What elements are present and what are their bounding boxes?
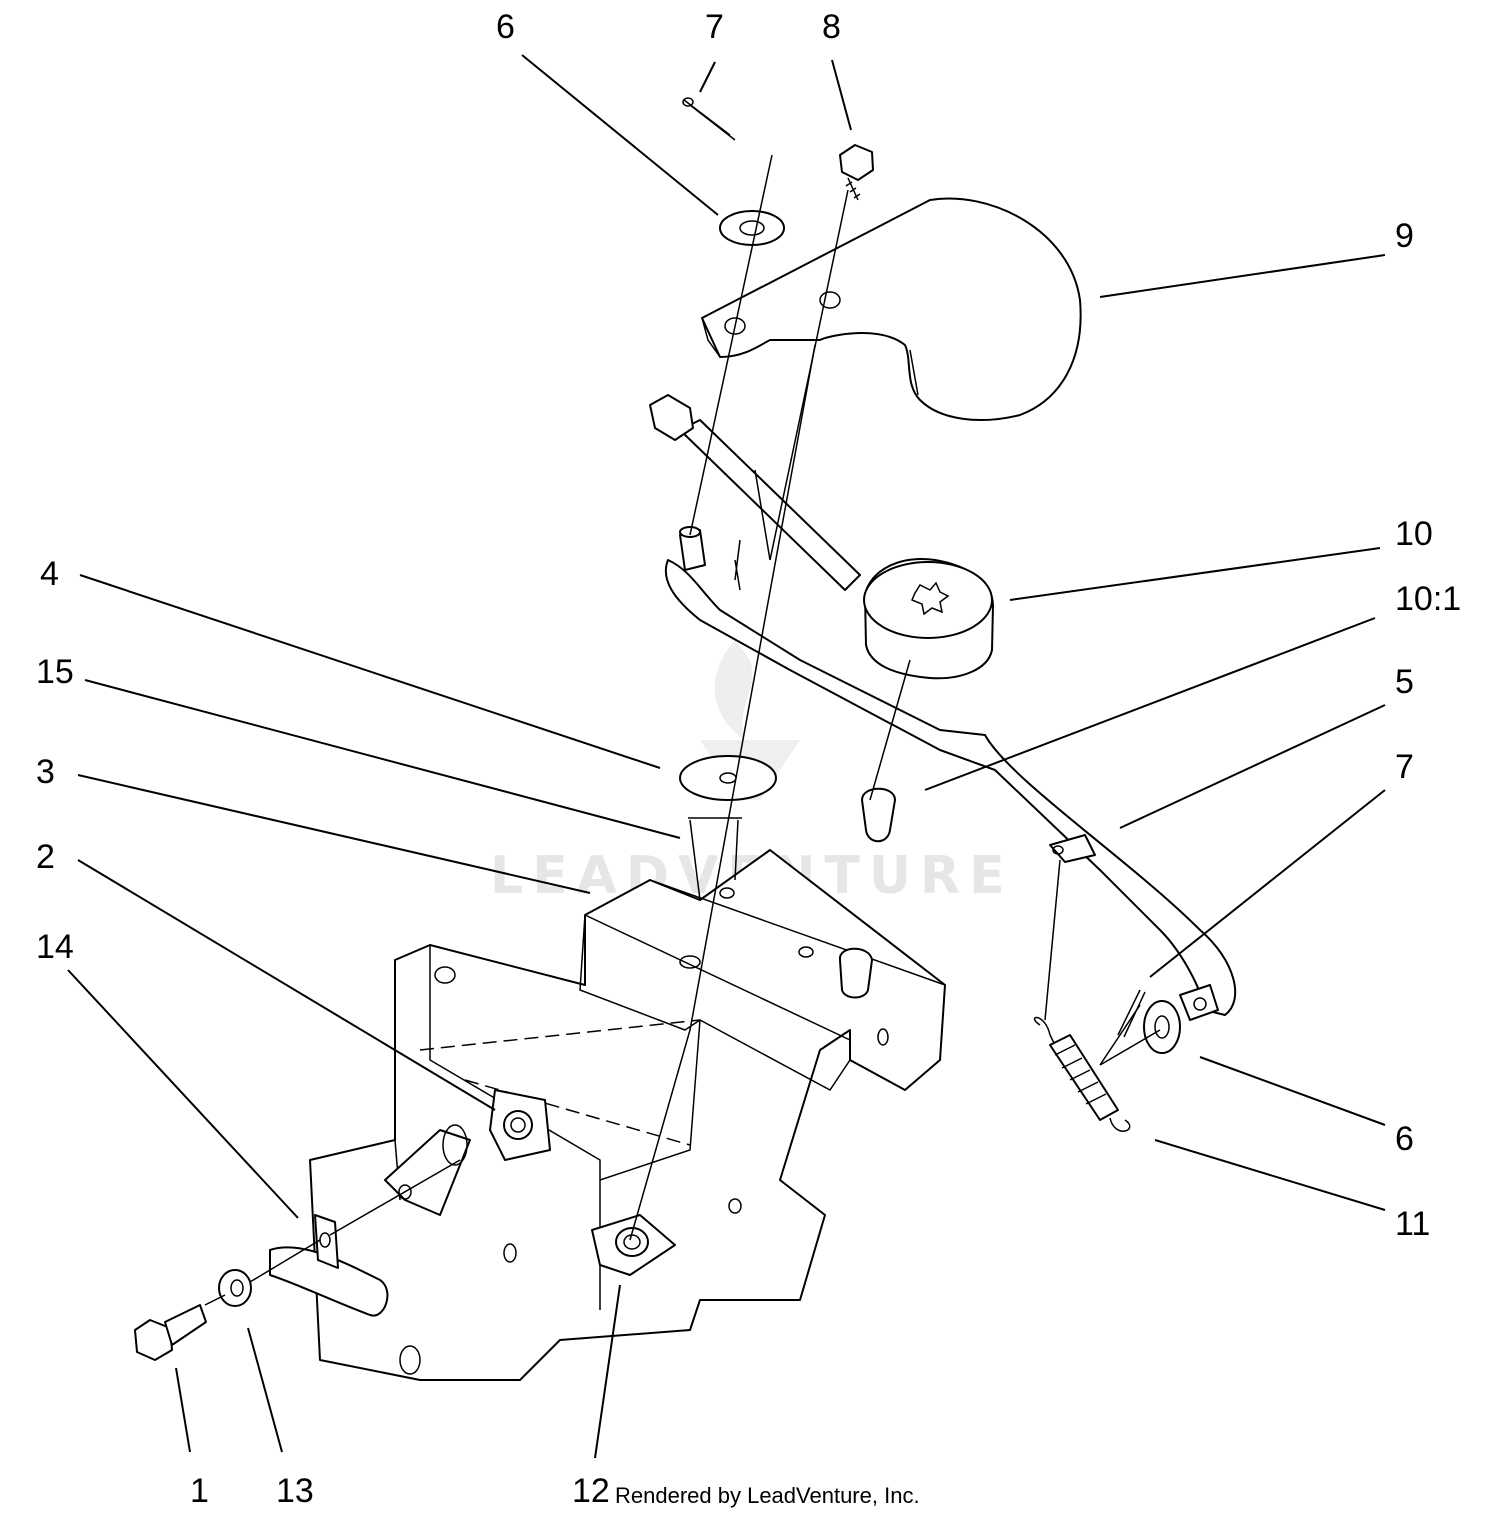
callout-labels: 6 7 8 9 10 10:1 4 15 5 3 7 2 14 6 11 1 1…: [36, 8, 1461, 1510]
callout-11: 11: [1395, 1205, 1430, 1243]
callout-14: 14: [36, 928, 74, 966]
assembly-lines: [204, 154, 1161, 1306]
hub-10: [863, 558, 994, 680]
callout-5: 5: [1395, 663, 1414, 701]
callout-4: 4: [40, 555, 59, 593]
bolt-1: [134, 1304, 207, 1361]
callout-10-1: 10:1: [1395, 580, 1461, 618]
bumper-10-1: [839, 787, 896, 999]
credit-text: Rendered by LeadVenture, Inc.: [615, 1483, 920, 1508]
callout-9: 9: [1395, 217, 1414, 255]
callout-7-top: 7: [705, 8, 724, 46]
cotter-pin-7-bottom: [1117, 989, 1146, 1038]
callout-3: 3: [36, 753, 55, 791]
chassis-frame: [309, 849, 946, 1381]
lever-arm-5: [649, 394, 1237, 1021]
spring-11: [1033, 1016, 1131, 1132]
callout-15: 15: [36, 653, 74, 691]
callout-6-top: 6: [496, 8, 515, 46]
callout-12: 12: [572, 1472, 610, 1510]
washer-6-bottom: [1143, 1000, 1181, 1054]
washer-4: [679, 755, 777, 801]
washer-6-top: [719, 210, 785, 246]
cover-plate-9: [701, 197, 1082, 421]
callout-10: 10: [1395, 515, 1433, 553]
callout-2: 2: [36, 838, 55, 876]
callout-8: 8: [822, 8, 841, 46]
callout-13: 13: [276, 1472, 314, 1510]
cotter-pin-7-top: [682, 97, 736, 141]
nut-12: [591, 1214, 676, 1276]
pin-15: [688, 817, 742, 901]
nut-2: [489, 1089, 551, 1161]
callout-6-bottom: 6: [1395, 1120, 1414, 1158]
washer-13: [218, 1269, 252, 1307]
callout-1: 1: [190, 1472, 209, 1510]
clip-14: [269, 1214, 389, 1317]
leader-lines: [67, 54, 1386, 1459]
callout-7-bottom: 7: [1395, 748, 1414, 786]
screw-8: [839, 144, 874, 201]
